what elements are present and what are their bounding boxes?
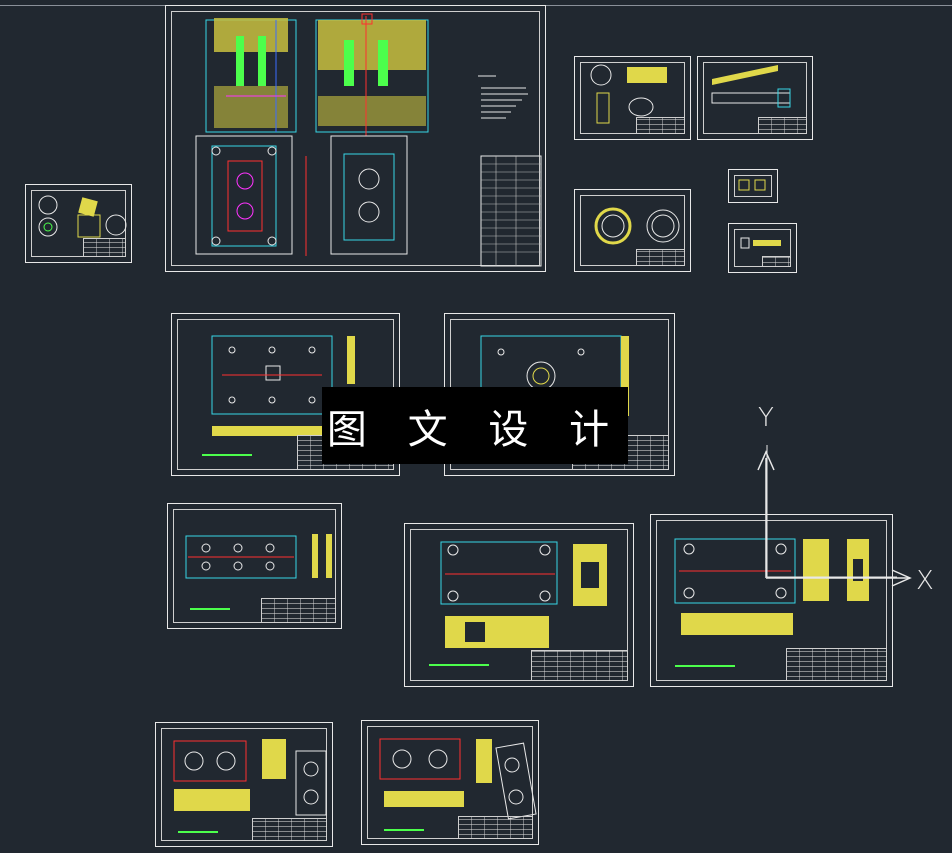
note-text (178, 831, 218, 833)
watermark-banner: 图 文 设 计 (322, 387, 628, 464)
plate-drawing (185, 534, 332, 579)
note-text (675, 665, 735, 667)
sheet-part-top-right-1[interactable] (574, 56, 691, 140)
sheet-border (703, 62, 807, 134)
title-block (762, 256, 791, 267)
sheet-plate-3[interactable] (167, 503, 342, 629)
part-drawing (594, 207, 680, 245)
sheet-border (656, 520, 887, 681)
plate-drawing (173, 739, 327, 816)
part-drawing (711, 65, 791, 108)
part-drawing (590, 64, 667, 124)
ucs-x-label: X (916, 566, 934, 596)
part-drawing (38, 195, 127, 238)
assembly-drawing (195, 13, 542, 267)
title-block (458, 816, 533, 839)
ucs-icon (757, 450, 912, 587)
note-text (202, 454, 252, 456)
title-block (261, 598, 336, 623)
note-text (190, 608, 230, 610)
sheet-border (580, 62, 685, 134)
sheet-border (367, 726, 533, 839)
note-text (384, 829, 424, 831)
title-block (252, 818, 327, 841)
title-block (758, 117, 807, 134)
plate-drawing (674, 445, 897, 635)
sheet-border (580, 195, 685, 266)
sheet-plate-4[interactable] (404, 523, 634, 687)
title-block (786, 648, 887, 681)
sheet-border (173, 509, 336, 623)
sheet-border (171, 11, 540, 266)
sheet-part-top-right-2[interactable] (697, 56, 813, 140)
title-block (636, 249, 685, 266)
ucs-y-label: Y (758, 403, 774, 433)
plate-drawing (211, 335, 355, 436)
plate-drawing (379, 738, 537, 820)
note-text (429, 664, 489, 666)
sheet-part-ring[interactable] (574, 189, 691, 272)
title-block (531, 650, 628, 681)
sheet-part-small-left[interactable] (25, 184, 132, 263)
sheet-plate-7[interactable] (361, 720, 539, 845)
sheet-main-assembly[interactable] (165, 5, 546, 272)
sheet-border (410, 529, 628, 681)
sheet-plate-5[interactable] (650, 445, 897, 687)
title-block (83, 238, 126, 257)
part-drawing (740, 237, 781, 249)
sheet-part-mini-1[interactable] (728, 169, 778, 203)
sheet-border (734, 175, 772, 197)
title-block (636, 117, 685, 134)
plate-drawing (440, 541, 607, 648)
sheet-part-mini-2[interactable] (728, 223, 797, 273)
part-drawing (738, 179, 766, 191)
sheet-plate-6[interactable] (155, 722, 333, 847)
